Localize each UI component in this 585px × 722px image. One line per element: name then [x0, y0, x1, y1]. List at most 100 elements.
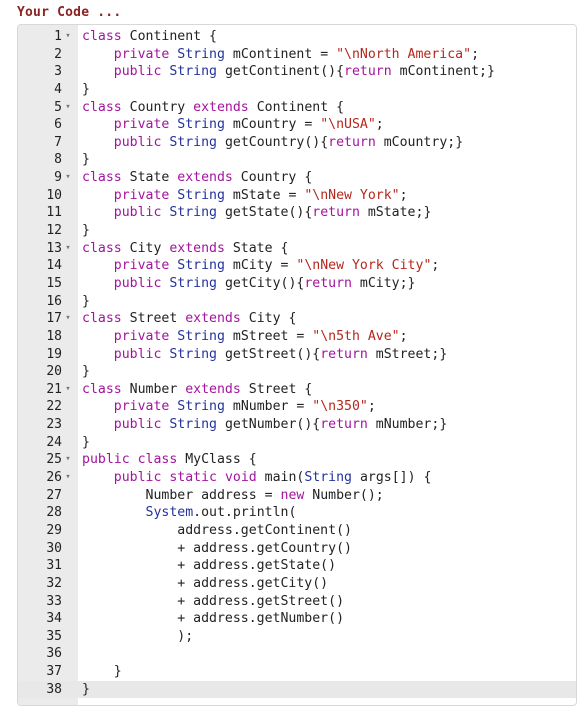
fold-toggle-icon[interactable]: ▾ — [65, 454, 71, 465]
code-line[interactable]: 27 Number address = new Number(); — [18, 487, 576, 505]
code-line[interactable]: 19 public String getStreet(){return mStr… — [18, 346, 576, 364]
line-number: 14 — [46, 258, 62, 274]
code-text: private String mState = "\nNew York"; — [113, 187, 408, 203]
code-line[interactable]: 9▾class State extends Country { — [18, 169, 576, 187]
fold-toggle-icon[interactable]: ▾ — [65, 101, 71, 112]
line-number: 8 — [54, 152, 62, 168]
code-text: class Street extends City { — [82, 311, 297, 327]
code-text: + address.getState() — [82, 558, 337, 574]
code-line[interactable]: 28 System.out.println( — [18, 504, 576, 522]
line-number: 25 — [46, 452, 62, 468]
line-number: 1 — [54, 29, 62, 44]
code-line[interactable]: 29 address.getContinent() — [18, 522, 576, 540]
fold-toggle-icon[interactable]: ▾ — [65, 383, 71, 394]
code-lines[interactable]: 1▾class Continent {2 private String mCon… — [18, 28, 576, 699]
fold-toggle-icon[interactable]: ▾ — [65, 313, 71, 324]
line-number: 20 — [46, 364, 62, 380]
line-number: 13 — [46, 240, 62, 256]
line-number: 35 — [46, 628, 62, 644]
code-text: ); — [82, 628, 194, 644]
code-text: private String mCity = "\nNew York City"… — [113, 258, 440, 274]
line-number: 17 — [46, 311, 62, 327]
code-line[interactable]: 24} — [18, 434, 576, 452]
code-line[interactable]: 14 private String mCity = "\nNew York Ci… — [18, 257, 576, 275]
code-line[interactable]: 33 + address.getStreet() — [18, 593, 576, 611]
line-number: 12 — [46, 223, 62, 239]
code-line[interactable]: 12} — [18, 222, 576, 240]
code-text: } — [82, 152, 90, 168]
code-text: public String getCountry(){return mCount… — [113, 134, 464, 150]
code-text: } — [82, 664, 122, 680]
code-text: } — [82, 364, 90, 380]
code-text: class Country extends Continent { — [82, 99, 345, 115]
code-line[interactable]: 18 private String mStreet = "\n5th Ave"; — [18, 328, 576, 346]
line-number: 10 — [46, 187, 62, 203]
code-text: private String mContinent = "\nNorth Ame… — [113, 46, 480, 62]
code-text: address.getContinent() — [82, 522, 352, 538]
code-line[interactable]: 15 public String getCity(){return mCity;… — [18, 275, 576, 293]
code-line[interactable]: 35 ); — [18, 628, 576, 646]
code-line[interactable]: 3 public String getContinent(){return mC… — [18, 63, 576, 81]
code-line[interactable]: 11 public String getState(){return mStat… — [18, 204, 576, 222]
code-text: + address.getCountry() — [82, 540, 352, 556]
code-line[interactable]: 13▾class City extends State { — [18, 240, 576, 258]
line-number: 7 — [54, 134, 62, 150]
code-line[interactable]: 22 private String mNumber = "\n350"; — [18, 398, 576, 416]
fold-toggle-icon[interactable]: ▾ — [65, 172, 71, 183]
code-line[interactable]: 1▾ class Continent { — [18, 28, 576, 46]
code-line[interactable]: 16} — [18, 293, 576, 311]
code-line[interactable]: 32 + address.getCity() — [18, 575, 576, 593]
line-number: 34 — [46, 611, 62, 627]
code-line[interactable]: 34 + address.getNumber() — [18, 610, 576, 628]
code-line[interactable]: 30 + address.getCountry() — [18, 540, 576, 558]
code-line[interactable]: 8} — [18, 151, 576, 169]
line-number: 27 — [46, 487, 62, 503]
code-text: public String getState(){return mState;} — [113, 205, 432, 221]
fold-toggle-icon[interactable]: ▾ — [65, 472, 71, 483]
code-line[interactable]: 4} — [18, 81, 576, 99]
code-text: public String getContinent(){return mCon… — [113, 64, 495, 80]
line-number: 15 — [46, 275, 62, 291]
code-line[interactable]: 5▾class Country extends Continent { — [18, 99, 576, 117]
line-number: 31 — [46, 558, 62, 574]
line-number: 21 — [46, 381, 62, 397]
code-line[interactable]: 26▾ public static void main(String args[… — [18, 469, 576, 487]
line-number: 2 — [54, 46, 62, 62]
code-text: public String getNumber(){return mNumber… — [113, 417, 448, 433]
code-text: Number address = new Number(); — [82, 487, 384, 503]
fold-toggle-icon[interactable]: ▾ — [65, 31, 71, 41]
code-text: private String mNumber = "\n350"; — [113, 399, 376, 415]
code-text: class Number extends Street { — [82, 381, 313, 397]
code-line[interactable]: 36 — [18, 645, 576, 663]
code-line[interactable]: 20} — [18, 363, 576, 381]
line-number: 9 — [54, 170, 62, 186]
fold-toggle-icon[interactable]: ▾ — [65, 242, 71, 253]
code-text: public static void main(String args[]) { — [113, 470, 432, 486]
line-number: 26 — [46, 470, 62, 486]
code-line[interactable]: 23 public String getNumber(){return mNum… — [18, 416, 576, 434]
line-number: 22 — [46, 399, 62, 415]
code-line[interactable]: 38} — [18, 680, 576, 699]
code-line[interactable]: 21▾ class Number extends Street { — [18, 381, 576, 399]
code-heading: Your Code ... — [17, 5, 122, 20]
code-line[interactable]: 37 } — [18, 663, 576, 681]
code-line[interactable]: 7 public String getCountry(){return mCou… — [18, 134, 576, 152]
line-number: 6 — [54, 117, 62, 133]
code-line[interactable]: 6 private String mCountry = "\nUSA"; — [18, 116, 576, 134]
line-number: 30 — [46, 540, 62, 556]
code-text: class Continent { — [82, 29, 217, 44]
code-line[interactable]: 10 private String mState = "\nNew York"; — [18, 187, 576, 205]
code-text: } — [82, 293, 90, 309]
code-text: public String getStreet(){return mStreet… — [113, 346, 448, 362]
code-text: } — [82, 223, 90, 239]
code-line[interactable]: 17▾ class Street extends City { — [18, 310, 576, 328]
line-number-gutter — [18, 25, 78, 705]
code-editor[interactable]: 1▾class Continent {2 private String mCon… — [17, 24, 577, 706]
code-text: public String getCity(){return mCity;} — [113, 275, 416, 291]
code-line[interactable]: 31 + address.getState() — [18, 557, 576, 575]
line-number: 28 — [46, 505, 62, 521]
line-number: 32 — [46, 575, 62, 591]
code-text: } — [82, 81, 90, 97]
code-line[interactable]: 25▾public class MyClass { — [18, 451, 576, 469]
code-line[interactable]: 2 private String mContinent = "\nNorth A… — [18, 46, 576, 64]
